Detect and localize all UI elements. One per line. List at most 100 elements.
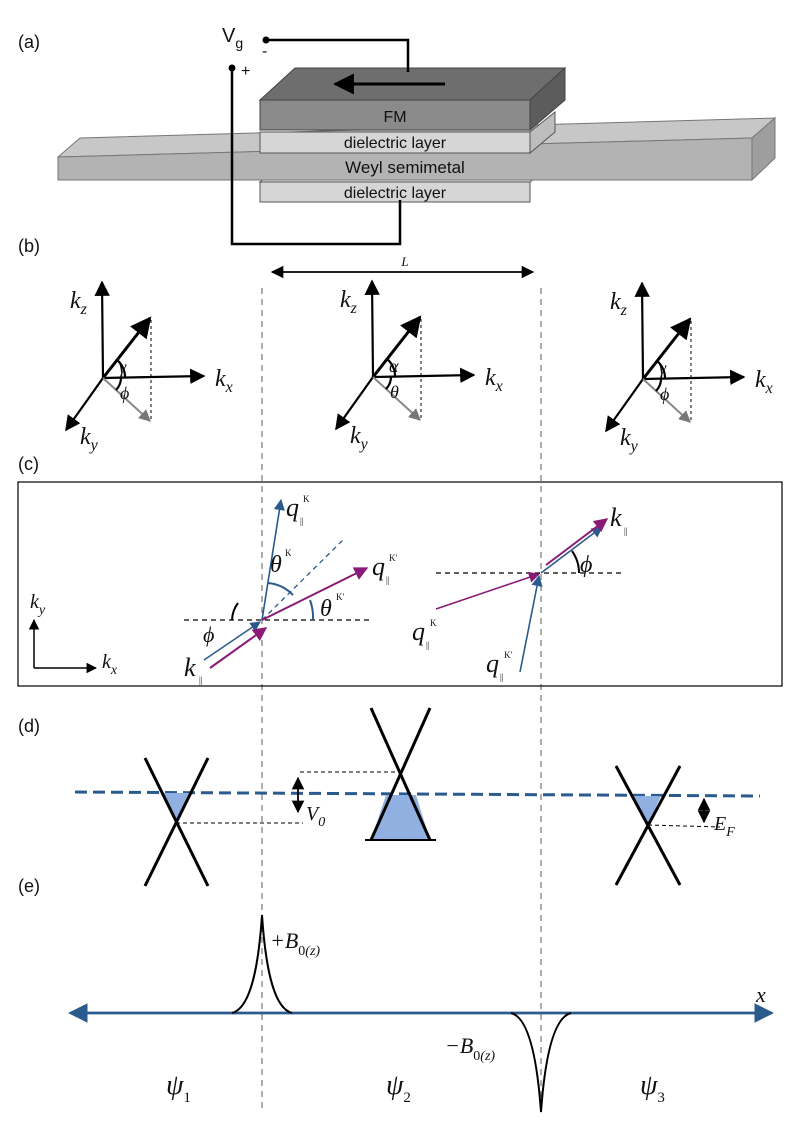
minus-b-label: −B0(z) bbox=[445, 1033, 495, 1064]
right-interface: ϕ k || q K || q K' || bbox=[412, 503, 628, 682]
label-qKp-right: q bbox=[486, 649, 499, 678]
dielectric-top-label: dielectric layer bbox=[344, 135, 447, 152]
plus-sign: + bbox=[241, 63, 250, 80]
refracted-qK bbox=[261, 498, 285, 621]
theta-K-arc bbox=[267, 582, 294, 596]
vector-right bbox=[641, 317, 692, 380]
ef-lower-ref bbox=[647, 824, 721, 828]
fermi-level-line bbox=[74, 790, 761, 798]
vector-center bbox=[371, 315, 422, 378]
label-qKp: q bbox=[372, 552, 385, 581]
device-schematic: Vg - + FM dielectric layer Weyl semimeta… bbox=[56, 25, 777, 246]
projection-vector-left bbox=[102, 377, 151, 422]
incident-qKp-right bbox=[519, 574, 543, 673]
label-qK-right-sup: K bbox=[430, 618, 437, 628]
ky-label-left: ky bbox=[80, 424, 99, 454]
vector-left bbox=[101, 316, 152, 379]
panel-label-e: (e) bbox=[18, 876, 40, 896]
ky-axis-right bbox=[605, 378, 644, 433]
panel-c-kx-label: kx bbox=[102, 651, 118, 678]
psi3-label: ψ3 bbox=[640, 1070, 665, 1106]
length-label: L bbox=[400, 254, 408, 269]
kx-axis-right bbox=[642, 369, 746, 385]
negative-field-spike bbox=[510, 1012, 572, 1113]
ky-label-center: ky bbox=[350, 423, 369, 453]
projection-vector-right bbox=[642, 378, 691, 423]
label-phi-right: ϕ bbox=[580, 552, 592, 578]
v0-label: V0 bbox=[306, 803, 325, 830]
angle-arc-upper-center bbox=[386, 358, 397, 378]
angle-label-lower-left: ϕ bbox=[120, 383, 129, 403]
psi1-label: ψ1 bbox=[166, 1070, 191, 1106]
panel-label-b: (b) bbox=[18, 236, 40, 256]
panel-label-d: (d) bbox=[18, 716, 40, 736]
label-k-right: k bbox=[610, 503, 622, 532]
refraction-axes: ky kx bbox=[28, 591, 118, 678]
label-qKp-sup: K' bbox=[389, 553, 397, 563]
label-phi-left: ϕ bbox=[203, 622, 214, 647]
fm-front-face bbox=[259, 99, 531, 131]
psi2-label: ψ2 bbox=[386, 1070, 411, 1106]
left-cone-line-2 bbox=[143, 757, 210, 887]
field-profile: x +B0(z) −B0(z) ψ1 ψ2 ψ3 bbox=[68, 914, 774, 1113]
phi-arc-right bbox=[571, 550, 581, 574]
positive-field-spike bbox=[231, 914, 293, 1014]
angle-label-upper-right: γ bbox=[659, 358, 667, 378]
angle-label-upper-left: γ bbox=[119, 357, 127, 377]
fm-label: FM bbox=[383, 109, 406, 126]
label-k-right-sub: || bbox=[624, 526, 628, 536]
bottom-dielectric bbox=[259, 181, 531, 203]
angle-arc-upper-left bbox=[116, 359, 127, 379]
label-qK-sub: || bbox=[300, 516, 304, 526]
angle-arc-lower-left bbox=[115, 377, 123, 391]
panel-label-a: (a) bbox=[18, 32, 40, 52]
kx-axis-center bbox=[372, 367, 476, 383]
ky-axis-center bbox=[335, 376, 374, 431]
incident-k-purple bbox=[209, 627, 268, 669]
panel-label-c: (c) bbox=[18, 454, 39, 474]
angle-arc-lower-center bbox=[385, 376, 393, 390]
weyl-label: Weyl semimetal bbox=[345, 158, 465, 177]
minus-sign: - bbox=[262, 43, 267, 60]
center-cone-line-2 bbox=[369, 707, 432, 841]
dielectric-bottom-label: dielectric layer bbox=[344, 185, 447, 202]
theta-Kp-arc bbox=[309, 599, 315, 621]
ky-axis-left bbox=[65, 377, 104, 432]
x-axis-label: x bbox=[755, 982, 766, 1007]
kz-axis-center bbox=[364, 279, 380, 378]
plus-b-label: +B0(z) bbox=[270, 928, 320, 959]
ky-label-right: ky bbox=[620, 425, 639, 455]
kx-label-center: kx bbox=[485, 365, 503, 395]
angle-label-upper-center: α bbox=[389, 356, 399, 376]
label-qK-sup: K bbox=[303, 494, 310, 504]
left-extension-line bbox=[261, 537, 346, 621]
angle-arc-lower-right bbox=[655, 378, 663, 392]
incident-qK-right bbox=[435, 571, 541, 610]
label-qKp-right-sup: K' bbox=[504, 650, 512, 660]
terminal-minus bbox=[262, 36, 270, 44]
gate-wire-bottom bbox=[230, 68, 402, 246]
kx-axis-left bbox=[102, 368, 206, 384]
label-k-left-sub: || bbox=[199, 675, 203, 685]
kz-label-right: kz bbox=[610, 289, 628, 319]
outgoing-k-blue bbox=[540, 526, 603, 574]
label-thetaKp-sup: K' bbox=[336, 592, 344, 602]
label-thetaK: θ bbox=[270, 552, 282, 578]
top-dielectric bbox=[259, 131, 531, 154]
refraction-panel bbox=[17, 481, 783, 687]
label-qK: q bbox=[286, 493, 299, 522]
panel-c-ky-label: ky bbox=[30, 591, 46, 618]
label-k-left: k bbox=[184, 653, 196, 682]
right-cone-filling bbox=[634, 796, 661, 824]
band-diagram: V0 EF bbox=[74, 707, 761, 887]
left-interface: q K || q K' || θ K θ K' ϕ k || bbox=[184, 493, 397, 685]
left-cone-filling bbox=[162, 793, 191, 822]
gate-wire-top bbox=[268, 38, 410, 72]
angle-label-lower-right: ϕ bbox=[660, 384, 669, 404]
angle-arc-upper-right bbox=[656, 360, 667, 380]
kz-axis-right bbox=[634, 281, 650, 380]
